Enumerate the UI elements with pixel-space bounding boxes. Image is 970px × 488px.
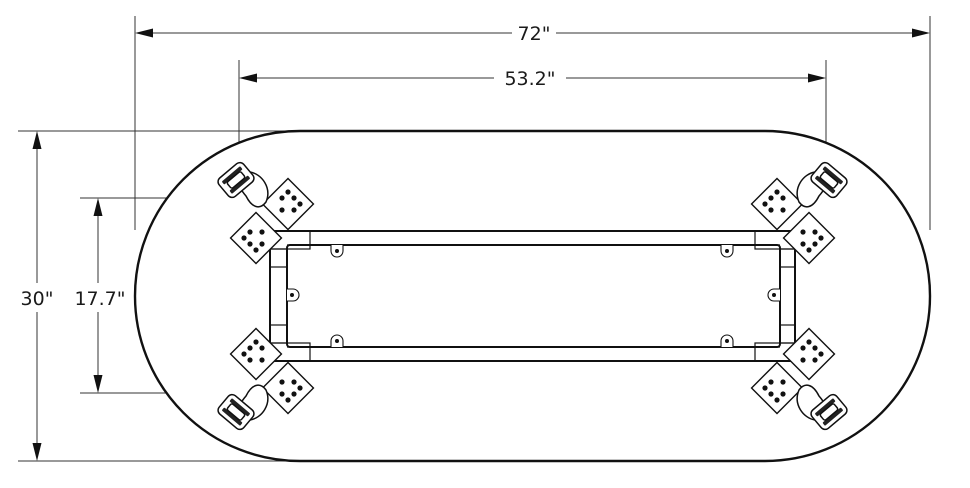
mounting-tabs	[287, 245, 780, 347]
overall-width-label: 30"	[21, 288, 54, 310]
dimension-caster-spacing-length: 53.2"	[239, 68, 826, 90]
dimension-overall-length: 72"	[135, 23, 930, 45]
dimension-overall-width: 30"	[21, 131, 54, 461]
table-frame	[269, 230, 796, 362]
dimension-caster-spacing-width: 17.7"	[74, 198, 126, 393]
caster-spacing-width-label: 17.7"	[74, 288, 125, 310]
overall-length-label: 72"	[518, 23, 551, 45]
extension-lines	[18, 16, 931, 462]
caster-spacing-length-label: 53.2"	[504, 68, 555, 90]
